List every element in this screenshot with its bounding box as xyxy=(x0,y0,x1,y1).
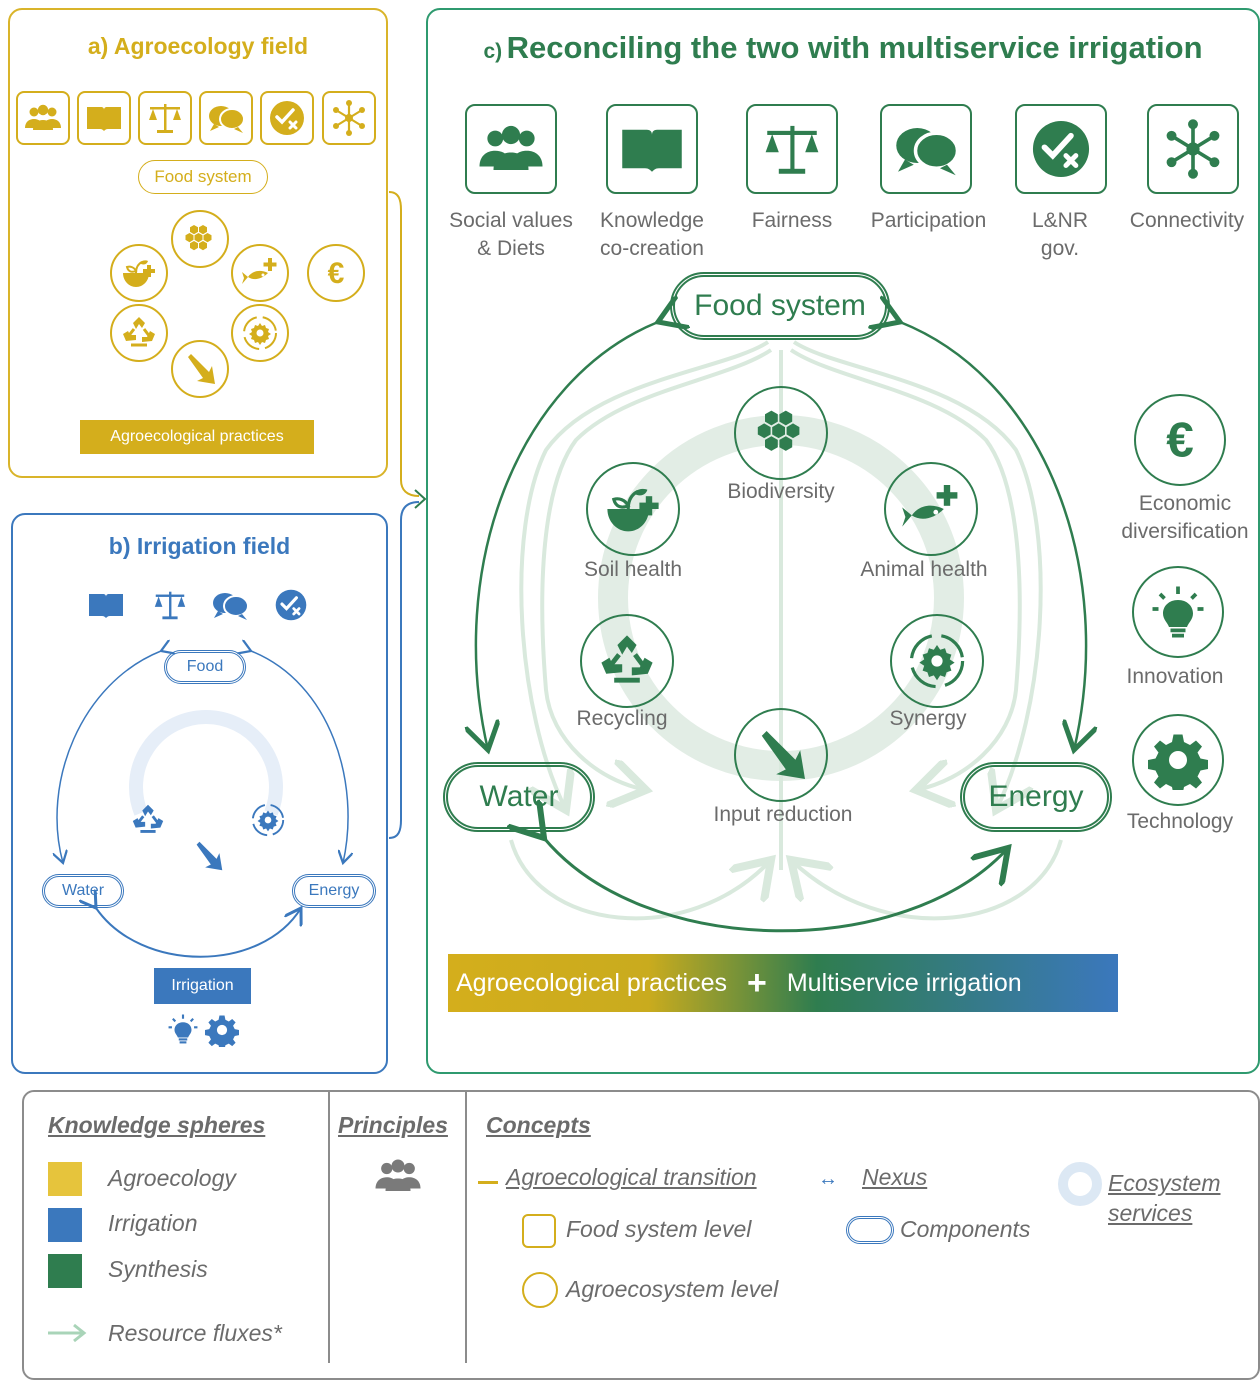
biodiversity-icon xyxy=(734,386,828,480)
energy-pill: Energy xyxy=(960,762,1112,832)
recycling-icon xyxy=(110,304,168,362)
legend-food-system-level: Food system level xyxy=(566,1216,752,1242)
soil-health-icon xyxy=(586,462,680,556)
energy-pill-b: Energy xyxy=(292,874,376,908)
scale-icon xyxy=(138,91,192,145)
technology-label: Technology xyxy=(1126,810,1234,833)
principle-label-participation: Participation xyxy=(870,209,987,232)
soil-health-icon xyxy=(110,244,168,302)
soil-health-label: Soil health xyxy=(583,558,683,581)
agroecological-practices-bar-a: Agroecological practices xyxy=(80,420,314,454)
legend-synthesis-label: Synthesis xyxy=(108,1256,208,1282)
legend-agroecosystem-level: Agroecosystem level xyxy=(566,1276,779,1302)
banner-practices-label: Agroecological practices xyxy=(456,968,727,997)
ecosystem-ring-icon xyxy=(1058,1162,1102,1206)
panel-c-title-text: Reconciling the two with multiservice ir… xyxy=(506,30,1203,65)
transition-dash xyxy=(478,1181,498,1184)
food-system-level-square xyxy=(522,1214,556,1248)
check-cross-icon xyxy=(1015,104,1107,194)
legend-resource-fluxes-label: Resource fluxes* xyxy=(108,1320,282,1346)
scale-icon xyxy=(746,104,838,194)
principle-label-connectivity: Connectivity xyxy=(1129,209,1245,232)
water-pill-b: Water xyxy=(42,874,124,908)
resource-flux-arrow-icon xyxy=(48,1323,87,1343)
biodiversity-icon xyxy=(171,210,229,268)
recycling-icon xyxy=(128,800,168,840)
recycling-icon xyxy=(580,614,674,708)
legend-divider xyxy=(465,1090,467,1363)
agroecosystem-level-circle xyxy=(522,1272,558,1308)
input-reduction-icon xyxy=(734,708,828,802)
principle-label-fairness: Fairness xyxy=(751,209,833,232)
banner-irrigation-label: Multiservice irrigation xyxy=(786,968,1022,997)
banner-plus: + xyxy=(746,963,767,1002)
animal-health-label: Animal health xyxy=(860,558,988,581)
nexus-arrow-icon: ↔ xyxy=(818,1168,838,1190)
legend-irrigation-label: Irrigation xyxy=(108,1210,198,1236)
input-reduction-icon xyxy=(171,340,229,398)
legend-ecosystem-services: Ecosystem services xyxy=(1108,1170,1221,1226)
input-reduction-label: Input reduction xyxy=(713,803,853,826)
input-reduction-icon xyxy=(188,836,228,876)
food-system-pill: Food system xyxy=(670,272,890,340)
irrigation-bar-b: Irrigation xyxy=(154,968,251,1004)
animal-health-icon xyxy=(884,462,978,556)
people-icon xyxy=(16,91,70,145)
gear-icon xyxy=(1132,714,1224,806)
panel-c-title-prefix: c) xyxy=(483,40,503,63)
legend-divider xyxy=(328,1090,330,1363)
legend-concepts-title: Concepts xyxy=(486,1112,591,1138)
legend-swatch-synthesis xyxy=(48,1254,82,1288)
network-icon xyxy=(322,91,376,145)
bulb-icon xyxy=(1132,566,1224,658)
synergy-icon xyxy=(248,800,288,840)
gear-icon xyxy=(204,1012,240,1048)
synergy-icon xyxy=(890,614,984,708)
bulb-icon xyxy=(166,1010,200,1048)
book-icon xyxy=(77,91,131,145)
panel-c-title: c) Reconciling the two with multiservice… xyxy=(426,30,1260,66)
economic-diversification-label: Economic diversification xyxy=(1121,492,1249,543)
components-pill-icon xyxy=(846,1216,894,1244)
speech-bubbles-icon xyxy=(199,91,253,145)
biodiversity-label: Biodiversity xyxy=(727,480,835,503)
book-icon xyxy=(606,104,698,194)
legend-principles-title: Principles xyxy=(338,1112,448,1138)
connector-brackets xyxy=(388,191,427,839)
legend-agroecological-transition: Agroecological transition xyxy=(506,1164,757,1190)
legend-swatch-agroecology xyxy=(48,1162,82,1196)
legend-knowledge-spheres-title: Knowledge spheres xyxy=(48,1112,266,1138)
people-icon xyxy=(465,104,557,194)
network-icon xyxy=(1147,104,1239,194)
animal-health-icon xyxy=(231,244,289,302)
innovation-label: Innovation xyxy=(1126,665,1224,688)
panel-a-title: a) Agroecology field xyxy=(87,33,309,59)
check-cross-icon xyxy=(260,91,314,145)
recycling-label: Recycling xyxy=(576,707,668,730)
legend-components: Components xyxy=(900,1216,1031,1242)
food-system-pill-a: Food system xyxy=(138,160,268,194)
panel-b-title: b) Irrigation field xyxy=(108,533,291,559)
water-pill: Water xyxy=(443,762,595,832)
synergy-label: Synergy xyxy=(889,707,967,730)
legend-swatch-irrigation xyxy=(48,1208,82,1242)
speech-bubbles-icon xyxy=(880,104,972,194)
practices-irrigation-banner: Agroecological practices + Multiservice … xyxy=(448,954,1118,1012)
irrigation-nexus-arrows xyxy=(11,513,388,958)
euro-icon xyxy=(307,244,365,302)
food-pill-b: Food xyxy=(164,650,246,684)
legend-nexus: Nexus xyxy=(862,1164,928,1190)
principle-label-social: Social values& Diets xyxy=(449,209,573,260)
legend-agroecology-label: Agroecology xyxy=(108,1165,236,1191)
euro-icon xyxy=(1134,394,1226,486)
synergy-icon xyxy=(231,304,289,362)
people-icon xyxy=(366,1156,430,1196)
